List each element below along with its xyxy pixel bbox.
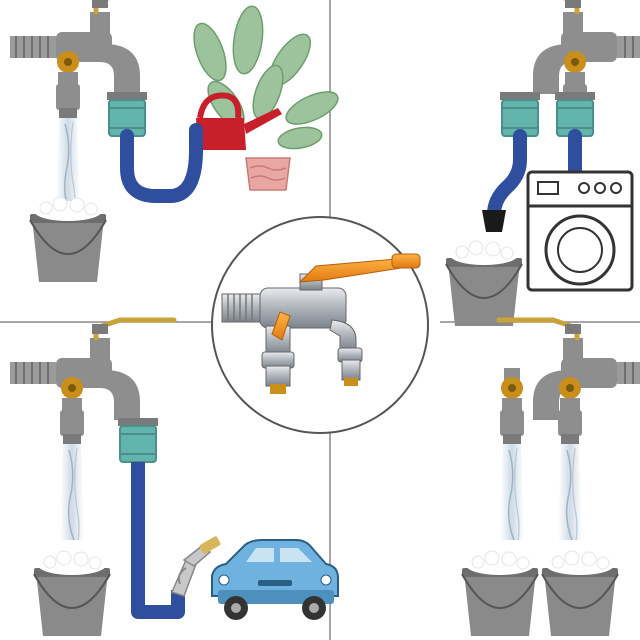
garden-hose-icon bbox=[487, 129, 527, 221]
watering-can-icon bbox=[196, 92, 282, 150]
water-stream bbox=[499, 443, 525, 541]
bucket-icon bbox=[541, 550, 619, 637]
hose-coupling-icon bbox=[117, 417, 159, 463]
scene-car-washing bbox=[10, 320, 339, 637]
bucket-icon bbox=[445, 240, 523, 327]
potted-plant-icon bbox=[193, 5, 339, 191]
product-highlight bbox=[211, 216, 429, 434]
spray-gun-icon bbox=[170, 536, 221, 597]
water-stream bbox=[557, 443, 583, 541]
garden-hose-icon bbox=[120, 123, 203, 203]
bucket-icon bbox=[461, 550, 539, 637]
scene-garden-watering bbox=[10, 0, 339, 283]
washing-machine-icon bbox=[526, 170, 634, 292]
car-icon bbox=[211, 539, 339, 620]
scene-washing-machine bbox=[445, 0, 640, 327]
garden-hose-icon bbox=[131, 462, 185, 619]
double-outlet-valve-icon bbox=[221, 253, 421, 394]
bucket-icon bbox=[29, 196, 107, 283]
water-stream bbox=[59, 443, 85, 541]
bucket-icon bbox=[33, 550, 111, 637]
